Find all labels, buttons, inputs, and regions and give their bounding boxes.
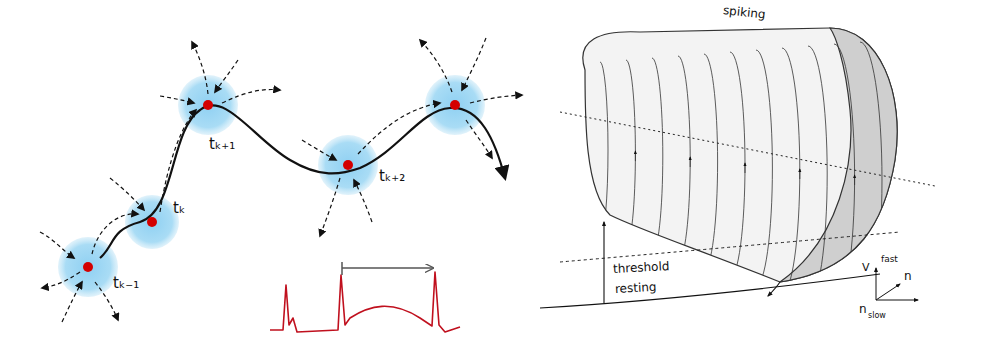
trajectory bbox=[100, 105, 505, 258]
neighbourhood-circles bbox=[58, 75, 485, 297]
orbit-stroke bbox=[626, 60, 635, 246]
axis-label: n bbox=[858, 303, 868, 316]
state-dots bbox=[83, 100, 460, 272]
return-path bbox=[604, 222, 780, 303]
axis-label: V bbox=[861, 262, 871, 274]
time-label: tₖ₊₂ bbox=[378, 168, 406, 185]
orbit-arrow bbox=[854, 175, 855, 185]
region-label: resting bbox=[614, 281, 658, 296]
time-label: tₖ bbox=[172, 200, 186, 217]
spiking-manifold bbox=[583, 28, 897, 318]
orbit-stroke bbox=[600, 62, 608, 238]
threshold-line bbox=[560, 232, 900, 262]
orbit-arrow bbox=[745, 163, 746, 173]
axis-label: n bbox=[903, 270, 913, 283]
orbit-arrow bbox=[690, 157, 691, 167]
orbit-stroke bbox=[808, 46, 827, 302]
spiking-axis bbox=[560, 112, 935, 186]
orbit-arrow bbox=[799, 169, 800, 179]
axis-triad bbox=[876, 268, 918, 300]
orbit-arrow bbox=[635, 151, 636, 161]
time-label: tₖ₋₁ bbox=[112, 275, 140, 292]
spike-train bbox=[270, 272, 460, 332]
axis-label: fast bbox=[880, 255, 899, 265]
dashed-flow-arrows bbox=[40, 38, 522, 322]
interval-arrow bbox=[342, 262, 433, 275]
resting-line bbox=[540, 274, 880, 308]
orbit-stroke bbox=[782, 48, 800, 294]
orbit-stroke bbox=[678, 56, 690, 262]
region-label: threshold bbox=[612, 260, 671, 276]
orbit-stroke bbox=[704, 54, 718, 270]
orbit-stroke bbox=[652, 58, 663, 254]
time-label: tₖ₊₁ bbox=[208, 136, 236, 153]
orbit-stroke bbox=[834, 44, 855, 310]
orbit-stroke bbox=[730, 52, 745, 278]
axis-subscript: slow bbox=[867, 312, 887, 321]
orbit-stroke bbox=[756, 50, 772, 286]
region-label: spiking bbox=[721, 4, 767, 22]
